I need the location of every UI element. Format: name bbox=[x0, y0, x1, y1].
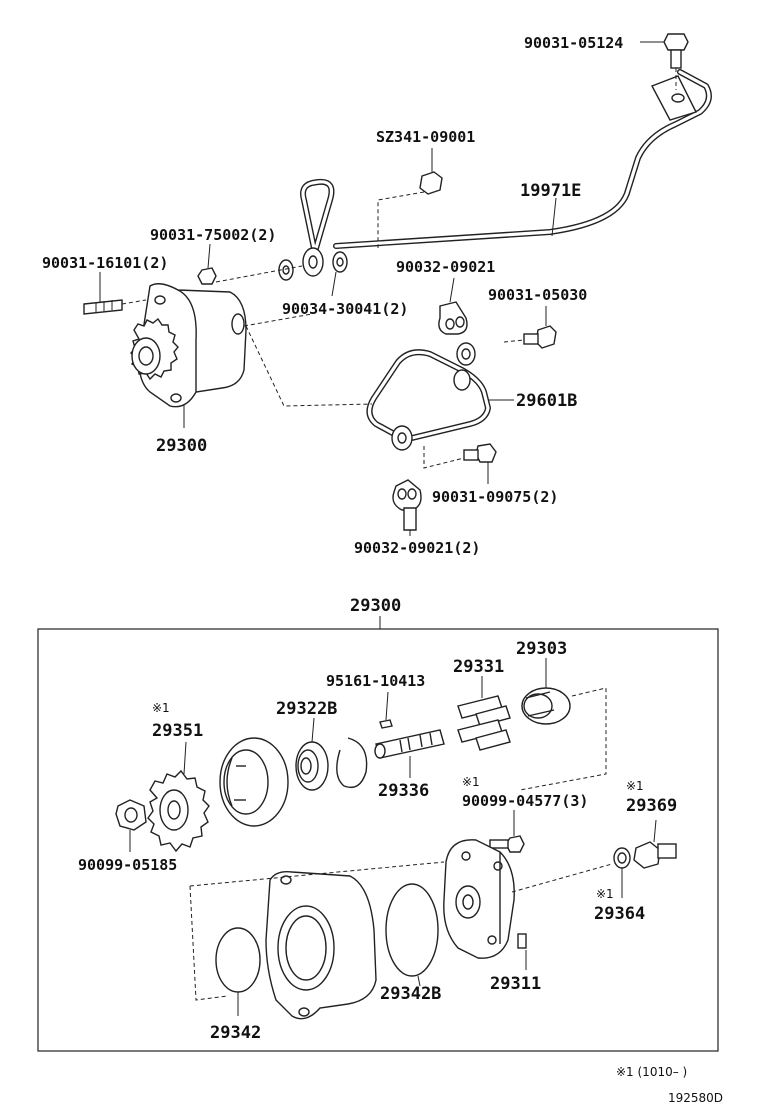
mark-29369: ※1 bbox=[626, 779, 644, 793]
label-29342: 29342 bbox=[210, 1023, 261, 1043]
label-90031-75002: 90031-75002(2) bbox=[150, 226, 276, 244]
plug-29369 bbox=[633, 819, 677, 869]
rotor-29303 bbox=[519, 658, 607, 791]
clamp-90032-09021-lower bbox=[392, 479, 422, 536]
label-90031-16101: 90031-16101(2) bbox=[42, 254, 168, 272]
label-29364: 29364 bbox=[594, 904, 645, 924]
label-sz341-09001: SZ341-09001 bbox=[376, 128, 475, 146]
key-95161-10413 bbox=[379, 691, 393, 729]
footnote: ※1 (1010– ) bbox=[616, 1065, 687, 1079]
label-90031-05030: 90031-05030 bbox=[488, 286, 587, 304]
label-90034-30041: 90034-30041(2) bbox=[282, 300, 408, 318]
label-29369: 29369 bbox=[626, 796, 677, 816]
mark-29351: ※1 bbox=[152, 701, 170, 715]
label-95161-10413: 95161-10413 bbox=[326, 672, 425, 690]
nut-90099-05185 bbox=[115, 799, 147, 852]
pin-29311 bbox=[517, 933, 527, 970]
oil-pipe-29601b bbox=[245, 325, 514, 451]
label-29336: 29336 bbox=[378, 781, 429, 801]
vacuum-pipe-19971e bbox=[300, 69, 712, 277]
vacuum-pump-29300 bbox=[121, 265, 313, 428]
bearing-29322b bbox=[295, 717, 329, 791]
gear-29351 bbox=[147, 741, 210, 853]
label-29300-detail: 29300 bbox=[350, 596, 401, 616]
clamp-90032-09021-upper bbox=[438, 277, 468, 335]
label-90031-05124: 90031-05124 bbox=[524, 34, 623, 52]
bolt-90099-04577 bbox=[489, 810, 525, 853]
label-29331: 29331 bbox=[453, 657, 504, 677]
label-29311: 29311 bbox=[490, 974, 541, 994]
shaft-29336 bbox=[374, 729, 445, 778]
mark-29364: ※1 bbox=[596, 887, 614, 901]
label-90032-09021-upper: 90032-09021 bbox=[396, 258, 495, 276]
label-29322b: 29322B bbox=[276, 699, 337, 719]
o-ring-29342b bbox=[385, 883, 439, 987]
detail-frame bbox=[37, 628, 719, 1052]
label-29303: 29303 bbox=[516, 639, 567, 659]
bolt-90031-05030 bbox=[503, 306, 557, 349]
alignment-line bbox=[189, 885, 229, 1001]
vanes-29331 bbox=[457, 676, 511, 751]
figure-code: 192580D bbox=[668, 1091, 723, 1105]
label-29601b: 29601B bbox=[516, 391, 577, 411]
nut-sz341-09001 bbox=[377, 148, 443, 248]
label-29300-upper: 29300 bbox=[156, 436, 207, 456]
nut-90031-75002 bbox=[197, 243, 217, 285]
alignment-line-2 bbox=[189, 861, 445, 887]
cover-29322b bbox=[219, 737, 289, 827]
o-ring-29342 bbox=[215, 927, 261, 1016]
end-plate bbox=[443, 839, 515, 959]
label-90032-09021-lower: 90032-09021(2) bbox=[354, 539, 480, 557]
label-90099-04577: 90099-04577(3) bbox=[462, 792, 588, 810]
bolt-90031-05124 bbox=[640, 33, 689, 90]
gasket-29364 bbox=[511, 847, 631, 898]
housing bbox=[265, 870, 377, 1020]
stud-90031-16101 bbox=[83, 272, 123, 315]
mark-90099-04577: ※1 bbox=[462, 775, 480, 789]
bolt-90031-09075 bbox=[423, 443, 497, 484]
snap-ring bbox=[336, 737, 368, 789]
label-19971e: 19971E bbox=[520, 181, 581, 201]
label-90031-09075: 90031-09075(2) bbox=[432, 488, 558, 506]
label-29351: 29351 bbox=[152, 721, 203, 741]
label-90099-05185: 90099-05185 bbox=[78, 856, 177, 874]
label-29342b: 29342B bbox=[380, 984, 441, 1004]
